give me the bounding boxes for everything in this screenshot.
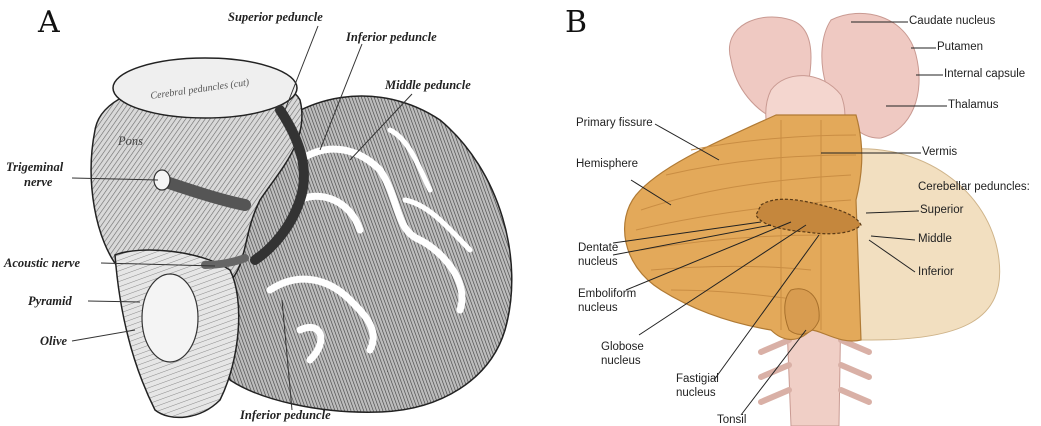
- label-inferior-peduncle-bottom: Inferior peduncle: [240, 408, 331, 423]
- label-middle-peduncle: Middle peduncle: [385, 78, 471, 93]
- cerebellum-engraving-illustration: [0, 0, 520, 426]
- label-tonsil: Tonsil: [717, 414, 746, 426]
- label-inferior-peduncle-top: Inferior peduncle: [346, 30, 437, 45]
- label-vermis: Vermis: [922, 146, 957, 159]
- label-globose-line2: nucleus: [601, 355, 641, 368]
- label-dentate-line1: Dentate: [578, 242, 618, 255]
- label-superior: Superior: [920, 204, 963, 217]
- label-hemisphere: Hemisphere: [576, 158, 638, 171]
- label-superior-peduncle: Superior peduncle: [228, 10, 323, 25]
- label-trigeminal-nerve-line1: Trigeminal: [6, 160, 63, 175]
- panel-b-letter: B: [565, 5, 587, 40]
- label-putamen: Putamen: [937, 41, 983, 54]
- panel-b-color-diagram: B Caudate nucleus Putamen Internal capsu…: [521, 0, 1041, 426]
- label-dentate-line2: nucleus: [578, 256, 618, 269]
- label-internal-capsule: Internal capsule: [944, 68, 1025, 81]
- label-inferior: Inferior: [918, 266, 954, 279]
- label-thalamus: Thalamus: [948, 99, 999, 112]
- label-trigeminal-nerve-line2: nerve: [24, 175, 52, 190]
- label-fastigial-line1: Fastigial: [676, 373, 719, 386]
- label-emboliform-line1: Emboliform: [578, 288, 636, 301]
- label-fastigial-line2: nucleus: [676, 387, 716, 400]
- label-acoustic-nerve: Acoustic nerve: [4, 256, 80, 271]
- label-middle: Middle: [918, 233, 952, 246]
- label-emboliform-line2: nucleus: [578, 302, 618, 315]
- label-cerebellar-peduncles: Cerebellar peduncles:: [918, 181, 1030, 194]
- label-caudate-nucleus: Caudate nucleus: [909, 15, 995, 28]
- label-pyramid: Pyramid: [28, 294, 72, 309]
- panel-a-engraving: A Superior peduncle Inferior peduncle Mi…: [0, 0, 520, 426]
- label-primary-fissure: Primary fissure: [576, 117, 653, 130]
- panel-a-letter: A: [38, 5, 60, 40]
- label-olive: Olive: [40, 334, 67, 349]
- label-pons: Pons: [118, 134, 143, 149]
- label-globose-line1: Globose: [601, 341, 644, 354]
